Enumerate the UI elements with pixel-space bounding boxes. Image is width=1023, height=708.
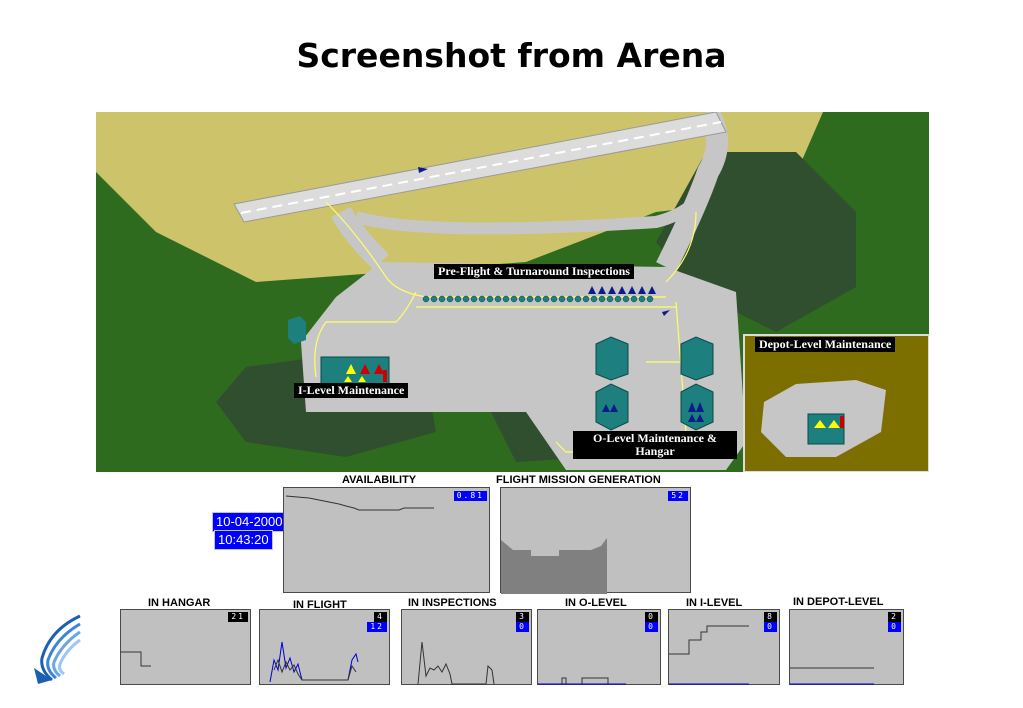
page-title: Screenshot from Arena	[296, 36, 727, 75]
fmg-value: 52	[668, 491, 688, 501]
in-hangar-title: IN HANGAR	[148, 597, 211, 609]
logo-icon	[34, 614, 81, 684]
olevel-hangars	[595, 336, 714, 431]
fmg-title: FLIGHT MISSION GENERATION	[496, 474, 661, 486]
in-inspections-value-a: 3	[516, 612, 529, 622]
sand-area	[96, 112, 823, 282]
in-ilevel-value-b: 0	[764, 622, 777, 632]
in-olevel-chart: 0 0	[537, 609, 661, 685]
in-ilevel-title: IN I-LEVEL	[686, 597, 743, 609]
in-ilevel-value-a: 8	[764, 612, 777, 622]
airbase-map-canvas	[96, 106, 930, 473]
fmg-chart: 52	[500, 487, 691, 594]
runway-centerline	[240, 121, 722, 214]
in-hangar-value: 21	[228, 612, 248, 622]
airbase-map: Pre-Flight & Turnaround Inspections I-Le…	[96, 106, 930, 473]
building	[288, 316, 306, 344]
apron	[301, 262, 746, 470]
fmg-plot	[501, 538, 607, 594]
olevel-aircraft	[602, 402, 704, 422]
in-hangar-plot	[121, 651, 151, 667]
taxiway	[354, 179, 714, 235]
availability-plot	[285, 495, 434, 511]
ilevel-aircraft	[344, 364, 387, 382]
in-olevel-value-a: 0	[645, 612, 658, 622]
aircraft-icons	[588, 286, 670, 316]
in-hangar-chart: 21	[120, 609, 251, 685]
in-inspections-title: IN INSPECTIONS	[408, 597, 497, 609]
in-depot-plot	[790, 667, 874, 685]
date-display: 10-04-2000	[212, 512, 287, 532]
parked-aircraft-row	[422, 295, 654, 303]
in-depot-chart: 2 0	[789, 609, 904, 685]
preflight-label: Pre-Flight & Turnaround Inspections	[434, 264, 634, 279]
in-flight-plot	[269, 641, 359, 683]
in-flight-title: IN FLIGHT	[293, 599, 347, 611]
in-inspections-chart: 3 0	[401, 609, 532, 685]
depot-aircraft	[814, 420, 826, 428]
availability-title: AVAILABILITY	[342, 474, 417, 486]
aircraft-icon	[418, 167, 428, 173]
in-ilevel-chart: 8 0	[668, 609, 780, 685]
olevel-label: O-Level Maintenance & Hangar	[573, 431, 737, 459]
in-flight-value-a: 4	[374, 612, 387, 622]
in-flight-value-b: 12	[367, 622, 387, 632]
depot-aircraft	[828, 420, 840, 428]
in-depot-value-b: 0	[888, 622, 901, 632]
availability-value: 0.81	[453, 491, 487, 501]
depot-building	[807, 413, 845, 445]
in-depot-value-a: 2	[888, 612, 901, 622]
olevel-label-line2: Hangar	[635, 444, 675, 458]
depot-aircraft	[840, 416, 844, 428]
in-depot-title: IN DEPOT-LEVEL	[793, 596, 884, 608]
in-inspections-plot	[417, 641, 495, 685]
availability-chart: 0.81	[283, 487, 490, 593]
taxiway	[331, 206, 389, 270]
depot-label: Depot-Level Maintenance	[755, 337, 896, 352]
in-olevel-title: IN O-LEVEL	[565, 597, 627, 609]
olevel-label-line1: O-Level Maintenance &	[593, 431, 717, 445]
ilevel-label: I-Level Maintenance	[294, 383, 409, 398]
in-flight-chart: 4 12	[259, 609, 390, 685]
in-olevel-value-b: 0	[645, 622, 658, 632]
in-ilevel-plot	[669, 625, 749, 685]
in-inspections-value-b: 0	[516, 622, 529, 632]
in-olevel-plot	[538, 677, 626, 685]
time-display: 10:43:20	[214, 530, 273, 550]
